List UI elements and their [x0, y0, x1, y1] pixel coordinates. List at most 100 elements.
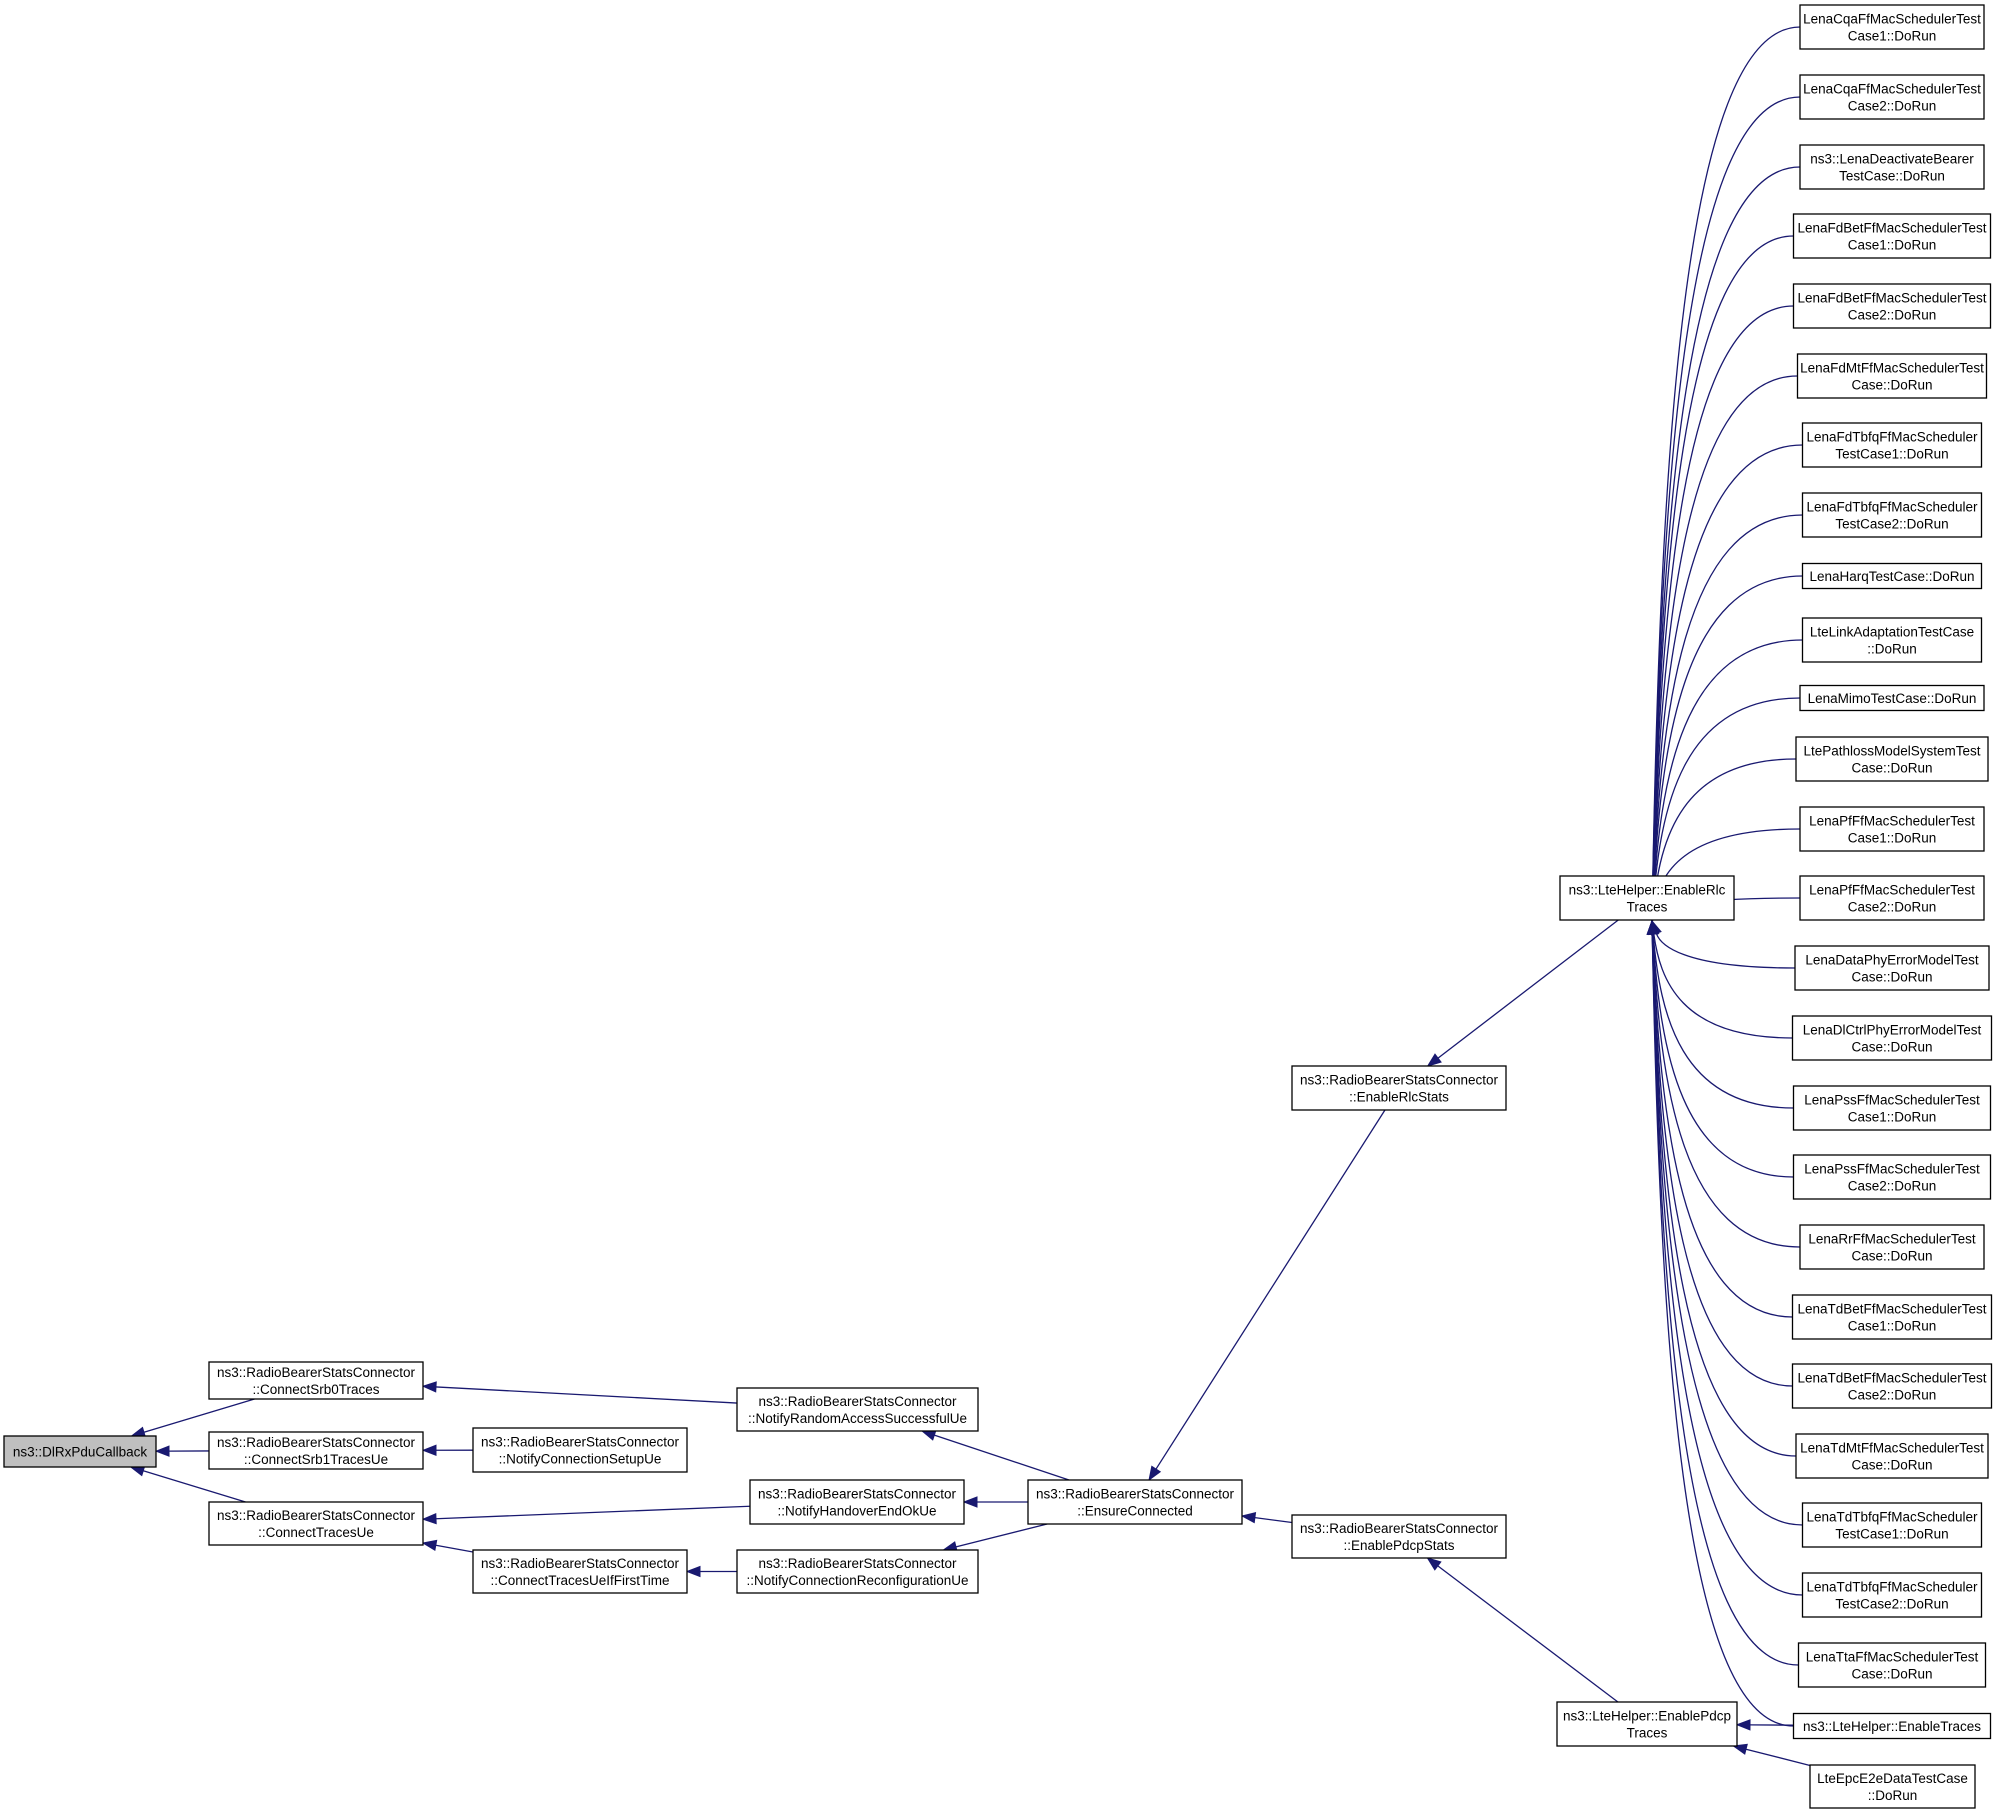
- node-label: LenaDataPhyErrorModelTest: [1805, 953, 1979, 968]
- graph-edge-t21-to-lherlc: [1646, 919, 1793, 1387]
- node-label: LenaRrFfMacSchedulerTest: [1808, 1232, 1976, 1247]
- node-box: [3, 1435, 157, 1468]
- graph-edge-t20-to-lherlc: [1646, 919, 1793, 1318]
- graph-edge-t18-to-lherlc: [1647, 919, 1794, 1178]
- node-label: ns3::RadioBearerStatsConnector: [1300, 1073, 1499, 1088]
- graph-edge-erlc-to-ec: [1148, 1109, 1386, 1482]
- node-label: Case2::DoRun: [1848, 1388, 1937, 1403]
- node-label: ns3::RadioBearerStatsConnector: [217, 1365, 416, 1380]
- node-label: LenaTdBetFfMacSchedulerTest: [1797, 1302, 1986, 1317]
- graph-node-epdcp[interactable]: ns3::RadioBearerStatsConnector::EnablePd…: [1291, 1514, 1507, 1559]
- graph-node-t26[interactable]: ns3::LteHelper::EnableTraces: [1792, 1712, 1992, 1740]
- graph-edge-t05-to-lherlc: [1646, 305, 1794, 923]
- node-box: [1799, 875, 1985, 921]
- node-box: [1792, 283, 1992, 329]
- node-label: ns3::LteHelper::EnableRlc: [1569, 883, 1726, 898]
- graph-node-nheo[interactable]: ns3::RadioBearerStatsConnector::NotifyHa…: [749, 1479, 965, 1525]
- graph-edge-ctue-to-root: [129, 1465, 246, 1503]
- node-box: [749, 1479, 965, 1525]
- arrow-head-icon: [421, 1539, 438, 1552]
- graph-edge-t25-to-lherlc: [1646, 919, 1799, 1666]
- graph-node-srb1[interactable]: ns3::RadioBearerStatsConnector::ConnectS…: [208, 1431, 424, 1470]
- graph-node-erlc[interactable]: ns3::RadioBearerStatsConnector::EnableRl…: [1291, 1065, 1507, 1111]
- node-label: LenaFdBetFfMacSchedulerTest: [1797, 221, 1986, 236]
- graph-edge-ec-to-ncru: [941, 1523, 1048, 1553]
- node-box: [1556, 1701, 1738, 1747]
- graph-node-t27[interactable]: LteEpcE2eDataTestCase::DoRun: [1809, 1764, 1976, 1809]
- node-label: LteEpcE2eDataTestCase: [1817, 1771, 1968, 1786]
- node-label: ::DoRun: [1868, 1788, 1918, 1803]
- node-box: [1291, 1065, 1507, 1111]
- graph-edge-t23-to-lherlc: [1646, 919, 1803, 1526]
- graph-node-ec[interactable]: ns3::RadioBearerStatsConnector::EnsureCo…: [1027, 1479, 1243, 1525]
- arrow-head-icon: [154, 1445, 170, 1457]
- node-label: LenaTdMtFfMacSchedulerTest: [1800, 1441, 1984, 1456]
- arrow-head-icon: [1148, 1465, 1162, 1482]
- node-box: [736, 1549, 979, 1594]
- graph-node-root[interactable]: ns3::DlRxPduCallback: [3, 1435, 157, 1468]
- graph-edge-lherlc-to-erlc: [1426, 919, 1619, 1067]
- node-box: [1794, 945, 1990, 991]
- graph-edge-lhepdcp-to-epdcp: [1426, 1557, 1619, 1703]
- graph-node-srb0[interactable]: ns3::RadioBearerStatsConnector::ConnectS…: [208, 1361, 424, 1400]
- arrow-head-icon: [920, 1429, 937, 1441]
- node-box: [208, 1431, 424, 1470]
- edge-line: [1653, 933, 1793, 1039]
- graph-node-ncru[interactable]: ns3::RadioBearerStatsConnector::NotifyCo…: [736, 1549, 979, 1594]
- node-label: Traces: [1627, 900, 1668, 915]
- node-label: ::NotifyHandoverEndOkUe: [777, 1504, 936, 1519]
- node-label: Case::DoRun: [1851, 1040, 1932, 1055]
- edge-line: [1155, 1109, 1386, 1470]
- node-label: LenaPssFfMacSchedulerTest: [1804, 1162, 1980, 1177]
- node-box: [1797, 1642, 1987, 1688]
- graph-node-nras[interactable]: ns3::RadioBearerStatsConnector::NotifyRa…: [736, 1387, 979, 1432]
- node-label: LenaFdMtFfMacSchedulerTest: [1800, 361, 1984, 376]
- node-box: [1799, 74, 1985, 120]
- node-box: [472, 1549, 688, 1594]
- graph-node-t11[interactable]: LenaMimoTestCase::DoRun: [1799, 684, 1985, 712]
- node-label: ns3::RadioBearerStatsConnector: [481, 1556, 680, 1571]
- node-label: Traces: [1627, 1726, 1668, 1741]
- graph-node-ctue[interactable]: ns3::RadioBearerStatsConnector::ConnectT…: [208, 1501, 424, 1546]
- node-box: [1801, 562, 1983, 590]
- arrow-head-icon: [421, 1444, 437, 1456]
- node-box: [1799, 144, 1985, 190]
- node-box: [1795, 736, 1989, 782]
- node-label: ns3::LenaDeactivateBearer: [1810, 152, 1974, 167]
- arrow-head-icon: [421, 1381, 437, 1393]
- node-box: [1796, 353, 1988, 399]
- graph-node-t09[interactable]: LenaHarqTestCase::DoRun: [1801, 562, 1983, 590]
- node-label: Case1::DoRun: [1848, 831, 1937, 846]
- graph-edge-t08-to-lherlc: [1646, 514, 1803, 923]
- node-label: LenaDlCtrlPhyErrorModelTest: [1803, 1023, 1982, 1038]
- graph-node-ctuift[interactable]: ns3::RadioBearerStatsConnector::ConnectT…: [472, 1549, 688, 1594]
- edge-line: [1651, 933, 1794, 1727]
- graph-node-ncsu[interactable]: ns3::RadioBearerStatsConnector::NotifyCo…: [472, 1427, 688, 1473]
- graph-node-t10[interactable]: LteLinkAdaptationTestCase::DoRun: [1801, 617, 1983, 663]
- node-label: Case::DoRun: [1851, 1667, 1932, 1682]
